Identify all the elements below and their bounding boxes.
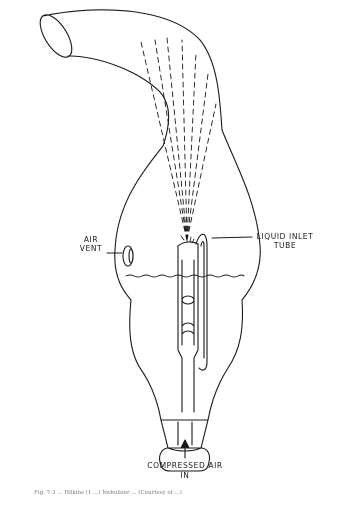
air-vent (123, 246, 133, 266)
compressed-air-arrow (181, 440, 189, 458)
outlet-lower-wall (68, 56, 169, 146)
liquid-inlet-tube-inner (201, 242, 204, 359)
compressed-air-label-line1: COMPRESSED AIR (140, 462, 230, 470)
liquid-inlet-tube-label: LIQUID INLET TUBE (252, 232, 318, 250)
outlet-mouthpiece (34, 10, 222, 146)
compressed-air-label-line2: IN (140, 472, 230, 480)
figure-caption: Fig. 7-3 ... Hilkins (1 ...) Nebulizer .… (34, 490, 354, 496)
liquid-inlet-label-line1: LIQUID INLET (252, 232, 318, 241)
air-vent-label-line2: VENT (76, 244, 106, 253)
liquid-inlet-leader (212, 237, 252, 238)
compressed-air-label: COMPRESSED AIR IN (140, 462, 230, 482)
spray-mist (141, 38, 216, 240)
air-vent-label-line1: AIR (76, 235, 106, 244)
liquid-inlet-label-line2: TUBE (252, 241, 318, 250)
air-vent-label: AIR VENT (76, 235, 106, 253)
liquid-surface (126, 275, 244, 277)
nebulizer-body (115, 130, 260, 420)
outlet-upper-wall (43, 10, 222, 130)
outlet-opening (34, 10, 78, 62)
jet-assembly (178, 242, 198, 412)
